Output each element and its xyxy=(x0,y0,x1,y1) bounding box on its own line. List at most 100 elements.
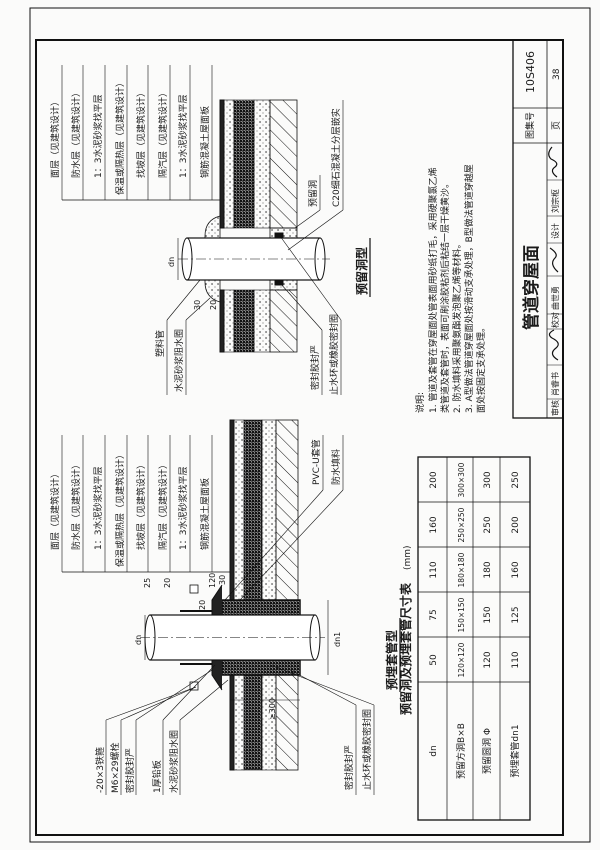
layer-label: 保温或隔热层（见建筑设计） xyxy=(114,78,126,195)
embedded-sleeve-drawing: dn dn1 ≥300 25 20 20 120 30 面层（见建筑设计） 防水… xyxy=(49,419,401,795)
page-label: 页 xyxy=(551,121,562,130)
dim-20b: 20 xyxy=(198,600,207,610)
section-title-reserved-hole: 预留洞型 xyxy=(354,247,369,295)
table-cell: 300×300 xyxy=(457,462,466,497)
roof-layers-right xyxy=(219,99,298,353)
designer-name: 刘宗枢 xyxy=(550,189,560,213)
callout-label: C20细石混凝土分层嵌实 xyxy=(330,108,342,207)
callout-label: PVC-U套管 xyxy=(310,439,322,485)
layer-label: 钢筋混凝土屋面板 xyxy=(199,478,211,550)
note-line: 1. 管道及套管在穿屋面处管表面用砂纸打毛，采用硬聚氯乙烯 xyxy=(427,168,439,413)
dim-20: 20 xyxy=(209,300,218,310)
table-cell: 120 xyxy=(483,651,493,668)
row-header: dn xyxy=(429,745,439,756)
table-cell: 75 xyxy=(429,609,439,620)
callout-label: 密封胶封严 xyxy=(309,345,321,390)
check-label: 校对 xyxy=(550,312,560,328)
note-line: 3. A型做法管道穿屋面处按滑动支承处理，B型做法管道穿越屋 xyxy=(463,164,475,413)
layer-label: 1：3水泥砂浆找平层 xyxy=(177,95,189,178)
table-cell: 110 xyxy=(511,651,521,668)
callout-label: -20×3铁箍 xyxy=(94,747,106,793)
note-line: 2. 防水填料采用聚氨酯发泡聚乙烯等材料。 xyxy=(451,240,463,413)
callout-label: 止水环或橡胶密封圈 xyxy=(328,314,340,395)
roof-layers-left xyxy=(229,419,299,771)
table-cell: 180 xyxy=(483,561,493,578)
callout-label: 防水填料 xyxy=(330,449,342,485)
reserved-hole-drawing: dn 30 20 面层（见建筑设计） 防水层（见建筑设计） 1：3水泥砂浆找平层… xyxy=(49,65,371,395)
design-label: 设计 xyxy=(550,223,560,239)
dim-30: 30 xyxy=(193,300,202,310)
dim-dn1: dn1 xyxy=(333,632,342,647)
checker-signature xyxy=(549,247,559,273)
callout-label: 塑料管 xyxy=(154,330,166,357)
dim-25: 25 xyxy=(143,578,152,588)
table-cell: 120×120 xyxy=(457,642,466,677)
layer-label: 面层（见建筑设计） xyxy=(49,469,61,550)
reviewer-signature xyxy=(548,329,559,361)
page-number: 38 xyxy=(552,68,562,80)
table-cell: 160 xyxy=(511,561,521,578)
table-cell: 250×250 xyxy=(457,507,466,542)
notes-heading: 说明: xyxy=(414,392,426,413)
checker-name: 曲世勇 xyxy=(550,286,560,310)
table-cell: 110 xyxy=(429,561,439,578)
layer-labels-right: 面层（见建筑设计） 防水层（见建筑设计） 1：3水泥砂浆找平层 保温或隔热层（见… xyxy=(49,65,220,201)
dim-120: 120 xyxy=(208,573,217,588)
layer-label: 找坡层（见建筑设计） xyxy=(135,460,147,550)
layer-label: 防水层（见建筑设计） xyxy=(70,460,82,550)
review-label: 审核 xyxy=(550,400,560,416)
size-table: 预留洞及预埋套管尺寸表 (mm) dn 50 75 110 160 200 预留… xyxy=(398,456,531,821)
table-cell: 200 xyxy=(511,516,521,533)
table-cell: 125 xyxy=(511,606,521,623)
reviewer-name: 肖睿书 xyxy=(550,372,560,396)
layer-label: 找坡层（见建筑设计） xyxy=(135,88,147,178)
dim-20a: 20 xyxy=(163,578,172,588)
callout-label: 止水环或橡胶密封圈 xyxy=(361,709,373,790)
atlas-no-label: 图集号 xyxy=(524,112,536,139)
table-cell: 50 xyxy=(429,654,439,666)
layer-label: 1：3水泥砂浆找平层 xyxy=(92,95,104,178)
layer-label: 面层（见建筑设计） xyxy=(49,97,61,178)
callout-label: M6×29螺栓 xyxy=(109,743,121,794)
note-line: 类管道及套管时，表面可刷涂胶粘剂后粘结一层干燥黄沙。 xyxy=(439,179,451,413)
layer-label: 1：3水泥砂浆找平层 xyxy=(177,467,189,550)
table-cell: 250 xyxy=(483,516,493,533)
callouts-left: -20×3铁箍 M6×29螺栓 密封胶封严 1厚铅板 水泥砂浆阻水圈 密封胶封严… xyxy=(94,435,375,795)
dim-300: ≥300 xyxy=(268,698,277,720)
layer-label: 1：3水泥砂浆找平层 xyxy=(92,467,104,550)
row-header: 预埋套管dn1 xyxy=(509,724,521,777)
table-cell: 150×150 xyxy=(457,597,466,632)
callouts-right: 塑料管 水泥砂浆阻水圈 密封胶封严 止水环或橡胶密封圈 预留洞 C20细石混凝土… xyxy=(154,100,344,395)
designer-signature xyxy=(548,146,558,178)
row-header: 预留方洞B×B xyxy=(455,723,467,779)
table-cell: 150 xyxy=(483,606,493,623)
callout-label: 密封胶封严 xyxy=(124,748,136,793)
outer-border xyxy=(29,7,591,843)
table-cell: 160 xyxy=(429,516,439,533)
callout-label: 水泥砂浆阻水圈 xyxy=(168,730,180,793)
layer-label: 保温或隔热层（见建筑设计） xyxy=(114,450,126,567)
layer-label: 隔汽层（见建筑设计） xyxy=(157,88,169,178)
table-cell: 200 xyxy=(429,471,439,488)
dim-dn: dn xyxy=(167,257,176,267)
layer-labels-left: 面层（见建筑设计） 防水层（见建筑设计） 1：3水泥砂浆找平层 保温或隔热层（见… xyxy=(49,435,230,573)
callout-label: 密封胶封严 xyxy=(343,745,355,790)
callout-label: 预留洞 xyxy=(307,180,319,207)
table-unit: (mm) xyxy=(403,545,413,570)
title-block: 管道穿屋面 图集号 10S406 页 38 审核 肖睿书 校对 曲世勇 设计 刘… xyxy=(512,39,564,419)
dim-30: 30 xyxy=(218,575,227,585)
table-cell: 250 xyxy=(511,471,521,488)
layer-label: 防水层（见建筑设计） xyxy=(70,88,82,178)
note-line: 面处按固定支承处理。 xyxy=(475,323,487,413)
notes: 说明: 1. 管道及套管在穿屋面处管表面用砂纸打毛，采用硬聚氯乙烯 类管道及套管… xyxy=(414,164,487,413)
drawing-title: 管道穿屋面 xyxy=(521,245,542,330)
row-header: 预留圆洞 Φ xyxy=(481,728,493,774)
layer-label: 钢筋混凝土屋面板 xyxy=(199,106,211,178)
layer-label: 隔汽层（见建筑设计） xyxy=(157,460,169,550)
inner-frame xyxy=(35,39,564,836)
table-cell: 180×180 xyxy=(457,552,466,587)
dim-dn: dn xyxy=(134,635,143,645)
table-cell: 300 xyxy=(483,471,493,488)
table-title: 预留洞及预埋套管尺寸表 xyxy=(398,582,413,715)
